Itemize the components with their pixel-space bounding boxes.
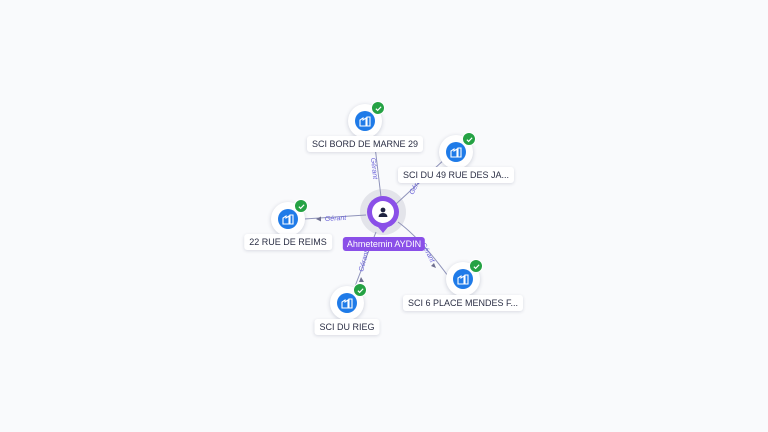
company-node-place-mendes[interactable] [446,259,483,296]
company-node-du-49-rue[interactable] [439,132,476,169]
building-icon [355,111,375,131]
person-node[interactable] [367,196,399,228]
company-label-du-rieg[interactable]: SCI DU RIEG [314,319,380,335]
verified-check-icon [371,101,385,115]
company-label-place-mendes[interactable]: SCI 6 PLACE MENDES F... [402,295,524,311]
verified-check-icon [462,132,476,146]
building-icon [446,142,466,162]
building-icon [337,293,357,313]
edge-label-bord-de-marne: Gérant [369,157,378,180]
edge-rue-de-reims: Gérant [303,214,367,223]
building-icon [453,269,473,289]
company-label-rue-de-reims[interactable]: 22 RUE DE REIMS [244,234,332,250]
arrow-rue-de-reims [316,216,321,222]
edge-label-rue-de-reims: Gérant [325,215,348,223]
person-name-label[interactable]: Ahmetemin AYDIN [342,237,426,251]
company-label-du-49-rue[interactable]: SCI DU 49 RUE DES JA... [397,167,515,183]
company-node-du-rieg[interactable] [330,283,367,320]
person-pin-tip [378,227,388,233]
building-icon [278,209,298,229]
company-node-rue-de-reims[interactable] [271,199,308,236]
company-node-bord-de-marne[interactable] [348,101,385,138]
arrow-du-rieg [359,277,364,282]
arrow-place-mendes [431,263,436,268]
person-icon [372,201,394,223]
verified-check-icon [353,283,367,297]
verified-check-icon [294,199,308,213]
edge-label-du-rieg: Gérant [358,249,371,273]
verified-check-icon [469,259,483,273]
company-label-bord-de-marne[interactable]: SCI BORD DE MARNE 29 [306,136,424,152]
